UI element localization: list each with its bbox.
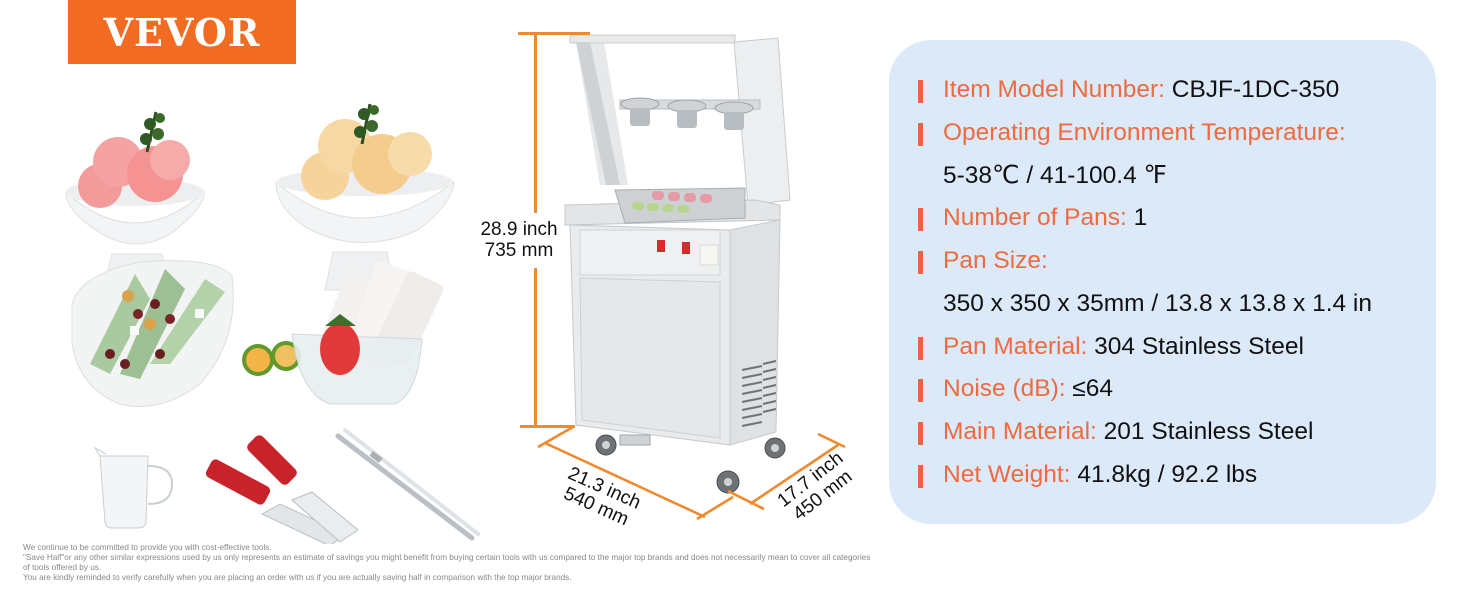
mango-ice-cream-bowl [275, 103, 455, 291]
vevor-logo: VEVOR [68, 0, 296, 64]
topping-pot [620, 97, 660, 126]
accent-bar [918, 422, 923, 445]
cooling-switch [682, 242, 690, 254]
spec-pan-size-value: 350 x 350 x 35mm / 13.8 x 13.8 x 1.4 in [943, 290, 1373, 317]
accent-bar [918, 80, 923, 103]
strawberry-rolled-ice-cream-glass [291, 261, 444, 405]
power-switch [657, 240, 665, 252]
height-label: 28.9 inch 735 mm [464, 219, 574, 261]
accent-bar [918, 465, 923, 488]
topping-pot [714, 101, 754, 130]
height-mm: 735 mm [484, 240, 554, 261]
specifications-panel: Item Model Number: CBJF-1DC-350 Operatin… [889, 40, 1436, 524]
disclaimer-line: "Save Half"or any other similar expressi… [23, 553, 871, 562]
vent-grille [741, 360, 777, 427]
disclaimer-line: You are kindly reminded to verify carefu… [23, 573, 572, 582]
spec-number-of-pans: Number of Pans: 1 [918, 203, 1147, 233]
product-accessories-gallery [65, 103, 480, 544]
measuring-cup [93, 446, 174, 529]
disclaimer-line: We continue to be committed to provide y… [23, 543, 272, 552]
accent-bar [918, 251, 923, 274]
strawberry-ice-cream-bowl [65, 111, 205, 291]
spec-operating-temperature: Operating Environment Temperature: [918, 118, 1346, 148]
logo-text: VEVOR [103, 9, 261, 55]
display-hood [569, 34, 791, 206]
matcha-rolled-ice-cream-bowl [71, 260, 234, 407]
height-line-upper [534, 33, 537, 213]
spec-main-material: Main Material: 201 Stainless Steel [918, 417, 1313, 447]
spec-pan-material: Pan Material: 304 Stainless Steel [918, 332, 1304, 362]
cabinet [569, 219, 781, 446]
casters [595, 434, 786, 494]
lime-halves [242, 341, 301, 376]
height-line-lower [534, 268, 537, 426]
height-top-tick [518, 32, 590, 35]
spec-noise: Noise (dB): ≤64 [918, 374, 1113, 404]
spec-pan-size: Pan Size: [918, 246, 1048, 276]
control-panel [579, 229, 721, 276]
topping-pot [667, 99, 707, 128]
height-bottom-tick [520, 425, 575, 428]
disclaimer-line: of tools offered by us. [23, 563, 102, 572]
accent-bar [918, 123, 923, 146]
cooling-pan [564, 187, 781, 226]
ice-cream-roll-machine [564, 34, 791, 494]
foot-pedal [619, 434, 651, 446]
disclaimer: We continue to be committed to provide y… [23, 543, 963, 583]
spatulas [205, 435, 359, 544]
tongs [335, 428, 480, 541]
spec-model-number: Item Model Number: CBJF-1DC-350 [918, 75, 1339, 105]
rolled-ice-cream [632, 191, 712, 213]
height-inch: 28.9 inch [480, 219, 558, 240]
spec-net-weight: Net Weight: 41.8kg / 92.2 lbs [918, 460, 1257, 490]
accent-bar [918, 337, 923, 360]
accent-bar [918, 208, 923, 231]
spec-temperature-value: 5-38℃ / 41-100.4 ℉ [943, 162, 1167, 189]
accent-bar [918, 379, 923, 402]
